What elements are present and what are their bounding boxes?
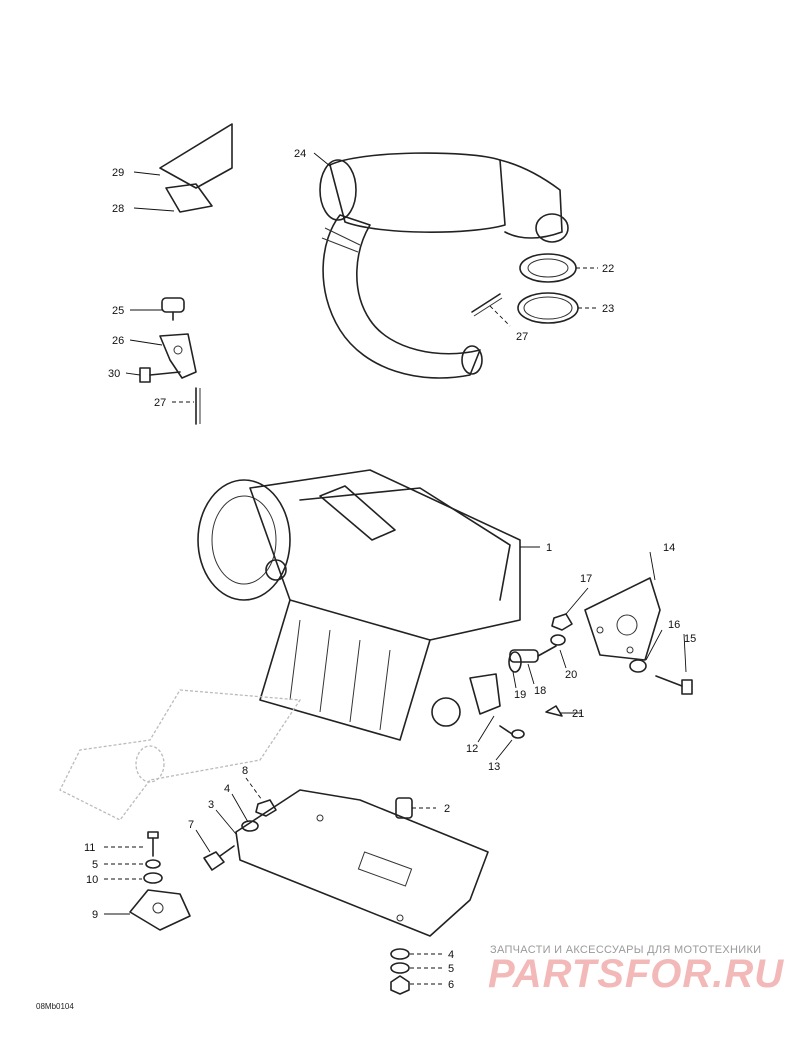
callout-7: 7 — [188, 819, 194, 831]
washer-16 — [629, 659, 647, 673]
callout-25: 25 — [112, 305, 124, 317]
callout-4-lower: 4 — [448, 949, 454, 961]
callout-30: 30 — [108, 368, 120, 380]
bracket-26 — [159, 333, 197, 379]
stud-7 — [203, 845, 235, 871]
nut-6 — [390, 975, 410, 995]
callout-5-lower: 5 — [448, 963, 454, 975]
callout-27-upper: 27 — [516, 331, 528, 343]
mount-plate-3 — [235, 789, 489, 937]
washer-5-lower — [390, 962, 410, 974]
callout-13: 13 — [488, 761, 500, 773]
exhaust-gasket-23 — [517, 292, 579, 324]
callout-29: 29 — [112, 167, 124, 179]
nut-17 — [551, 613, 573, 631]
callouts: 29 28 24 22 23 27 25 26 30 27 1 14 17 15… — [84, 148, 696, 991]
rubber-19 — [508, 651, 522, 673]
bolt-30 — [139, 367, 181, 383]
callout-2: 2 — [444, 803, 450, 815]
engine-bracket-14 — [584, 577, 661, 661]
callout-8: 8 — [242, 765, 248, 777]
callout-21: 21 — [572, 708, 584, 720]
rubber-mount-9 — [129, 889, 191, 931]
callout-23: 23 — [602, 303, 614, 315]
callout-24: 24 — [294, 148, 306, 160]
grommet-21 — [545, 705, 563, 717]
bolt-11 — [147, 831, 159, 857]
callout-28: 28 — [112, 203, 124, 215]
washer-4-lower — [390, 948, 410, 960]
muffler — [319, 152, 569, 379]
washer-4-upper — [241, 820, 259, 832]
callout-10: 10 — [86, 874, 98, 886]
callout-22: 22 — [602, 263, 614, 275]
washer-5-left — [145, 859, 161, 869]
watermark-logo: PARTSFOR.RU — [488, 952, 785, 996]
callout-26: 26 — [112, 335, 124, 347]
callout-14: 14 — [663, 542, 675, 554]
callout-11: 11 — [84, 842, 95, 854]
watermark-tagline: ЗАПЧАСТИ И АКСЕССУАРЫ ДЛЯ МОТОТЕХНИКИ — [490, 944, 762, 956]
leader-lines — [104, 152, 687, 985]
callout-18: 18 — [534, 685, 546, 697]
callout-3: 3 — [208, 799, 214, 811]
spring-27-lower — [195, 387, 201, 425]
callout-5-left: 5 — [92, 859, 98, 871]
washer-20 — [550, 634, 566, 646]
callout-1: 1 — [546, 542, 552, 554]
callout-27-lower: 27 — [154, 397, 166, 409]
bracket-12 — [469, 673, 501, 715]
label-sheet-28 — [165, 183, 213, 213]
callout-16: 16 — [668, 619, 680, 631]
stud-18 — [509, 645, 557, 663]
drawing-code: 08Mb0104 — [36, 1002, 74, 1011]
label-sheet-29 — [159, 123, 233, 189]
callout-15: 15 — [684, 633, 696, 645]
manifold-outline — [59, 689, 302, 821]
spring-27-upper — [471, 293, 503, 317]
callout-17: 17 — [580, 573, 592, 585]
callout-4-upper: 4 — [224, 783, 230, 795]
exhaust-seal-22 — [519, 253, 577, 283]
rubber-cap-25 — [161, 297, 185, 321]
nut-8 — [255, 799, 277, 817]
callout-20: 20 — [565, 669, 577, 681]
callout-6: 6 — [448, 979, 454, 991]
bolt-15 — [655, 675, 693, 695]
callout-12: 12 — [466, 743, 478, 755]
bolt-13 — [499, 725, 525, 739]
callout-19: 19 — [514, 689, 526, 701]
engine — [197, 469, 521, 741]
callout-9: 9 — [92, 909, 98, 921]
washer-10 — [143, 872, 163, 884]
